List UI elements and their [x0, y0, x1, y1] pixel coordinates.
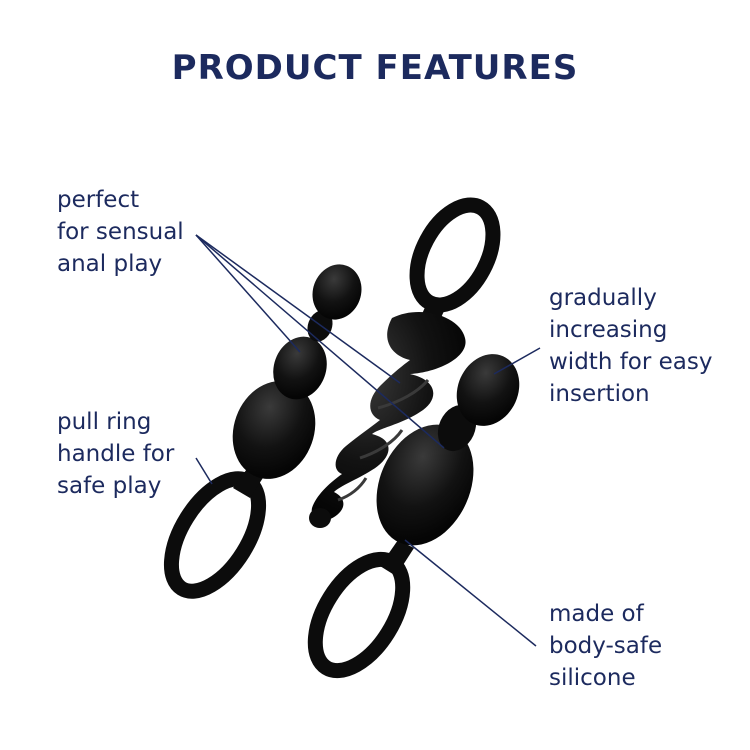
feature-text-line: for sensual	[57, 219, 184, 245]
feature-text-line: increasing	[549, 317, 668, 343]
feature-text-line: pull ring	[57, 409, 152, 435]
leader-line	[195, 234, 301, 353]
feature-text-line: insertion	[549, 381, 650, 407]
beaded-plug-icon	[163, 264, 362, 599]
feature-text-line: body-safe	[549, 633, 663, 659]
feature-text-line: made of	[549, 601, 644, 627]
feature-text-line: handle for	[57, 441, 175, 467]
feature-text-line: width for easy	[549, 349, 713, 375]
feature-text-line: gradually	[549, 285, 657, 311]
feature-text-line: silicone	[549, 665, 636, 691]
page-title: PRODUCT FEATURES	[171, 48, 579, 88]
feature-label-pull-ring: pull ring handle for safe play	[57, 406, 174, 502]
feature-label-width: gradually increasing width for easy inse…	[549, 282, 712, 410]
leader-line	[195, 234, 445, 449]
twisted-plug-icon	[309, 197, 501, 528]
leader-line	[493, 347, 541, 375]
leader-line	[404, 539, 537, 647]
feature-text-line: perfect	[57, 187, 140, 213]
feature-text-line: safe play	[57, 473, 162, 499]
feature-text-line: anal play	[57, 251, 163, 277]
feature-label-anal-play: perfect for sensual anal play	[57, 184, 184, 280]
leader-lines	[195, 234, 541, 647]
feature-label-silicone: made of body-safe silicone	[549, 598, 662, 694]
smooth-plug-icon	[307, 354, 520, 679]
leader-line	[195, 457, 213, 485]
leader-line	[195, 234, 401, 384]
